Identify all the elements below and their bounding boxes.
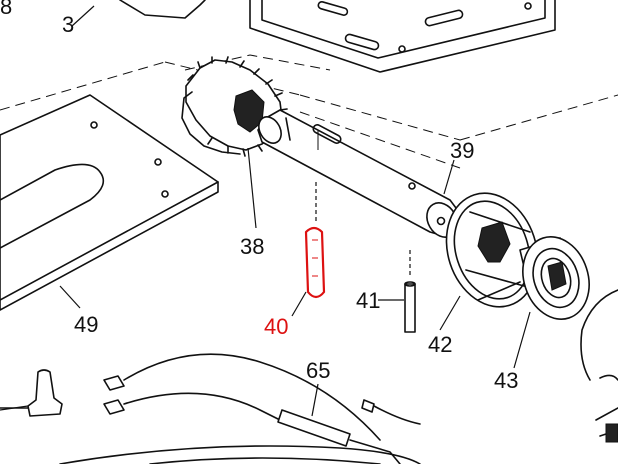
callout-39: 39 xyxy=(450,138,474,163)
callout-41: 41 xyxy=(356,288,380,313)
leader-lines xyxy=(0,5,531,411)
callout-42: 42 xyxy=(428,332,452,357)
pin-part-40 xyxy=(304,182,326,299)
wiring-harness-part-65 xyxy=(0,353,421,464)
top-cover-part xyxy=(119,0,556,73)
callout-40: 40 xyxy=(264,314,288,339)
shaft-part-39 xyxy=(257,109,458,238)
callout-3: 3 xyxy=(62,12,74,37)
bearing-part-43 xyxy=(522,236,590,320)
callout-65: 65 xyxy=(306,358,330,383)
callout-43: 43 xyxy=(494,368,518,393)
callout-38: 38 xyxy=(240,234,264,259)
plate-part-49 xyxy=(0,94,219,311)
right-edge-parts xyxy=(580,289,618,443)
pin-part-41 xyxy=(378,250,416,333)
callout-8: 8 xyxy=(0,0,12,19)
callout-49: 49 xyxy=(74,312,98,337)
